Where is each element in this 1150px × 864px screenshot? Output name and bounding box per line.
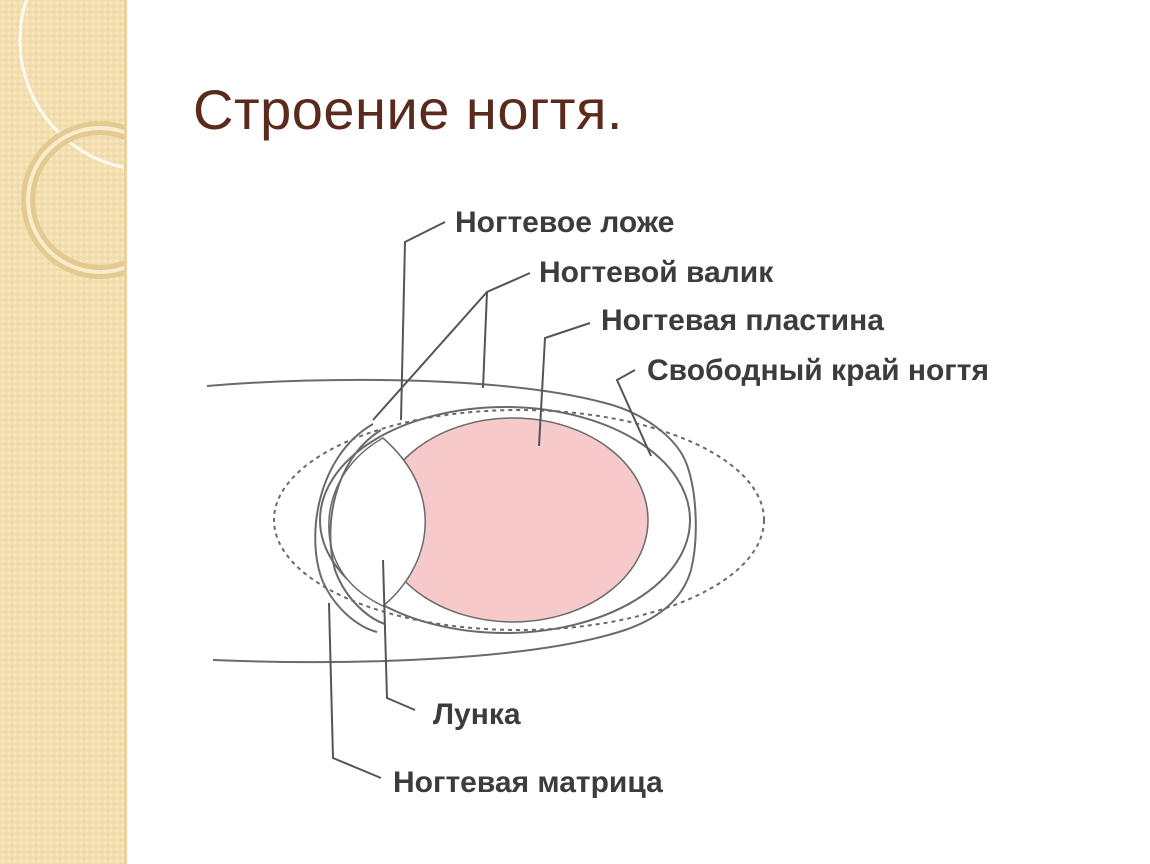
lead-nail-bed xyxy=(400,221,446,421)
side-band-edge xyxy=(124,0,127,864)
cuticle-outer-arc xyxy=(314,423,378,633)
lunula xyxy=(328,437,426,607)
nail-diagram-svg: Ногтевое ложе Ногтевой валик Ногтевая пл… xyxy=(206,206,989,799)
nail-structure-diagram: Ногтевое ложе Ногтевой валик Ногтевая пл… xyxy=(205,198,1020,808)
lead-free-edge xyxy=(615,369,652,457)
finger-tip-contour xyxy=(684,459,697,571)
label-free-edge: Свободный край ногтя xyxy=(647,354,989,387)
cuticle-inner-arc xyxy=(329,429,386,625)
label-nail-bed: Ногтевое ложе xyxy=(455,206,674,239)
finger-bottom-contour xyxy=(212,569,692,664)
decorative-side-band xyxy=(0,0,127,864)
nail-outer-outline xyxy=(319,406,691,634)
label-nail-plate: Ногтевая пластина xyxy=(601,304,884,337)
band-circles-decoration xyxy=(18,0,127,279)
label-nail-matrix: Ногтевая матрица xyxy=(393,766,663,799)
lead-nail-plate xyxy=(538,322,591,447)
nail-fold-dashed-outline xyxy=(273,409,765,631)
lead-lunula xyxy=(382,559,416,711)
lead-nail-fold xyxy=(372,272,531,421)
slide-title: Строение ногтя. xyxy=(193,78,623,141)
label-lunula: Лунка xyxy=(433,698,521,731)
lead-nail-matrix xyxy=(328,602,382,779)
label-nail-fold: Ногтевой валик xyxy=(539,256,774,289)
lead-nail-fold-2 xyxy=(482,291,488,389)
